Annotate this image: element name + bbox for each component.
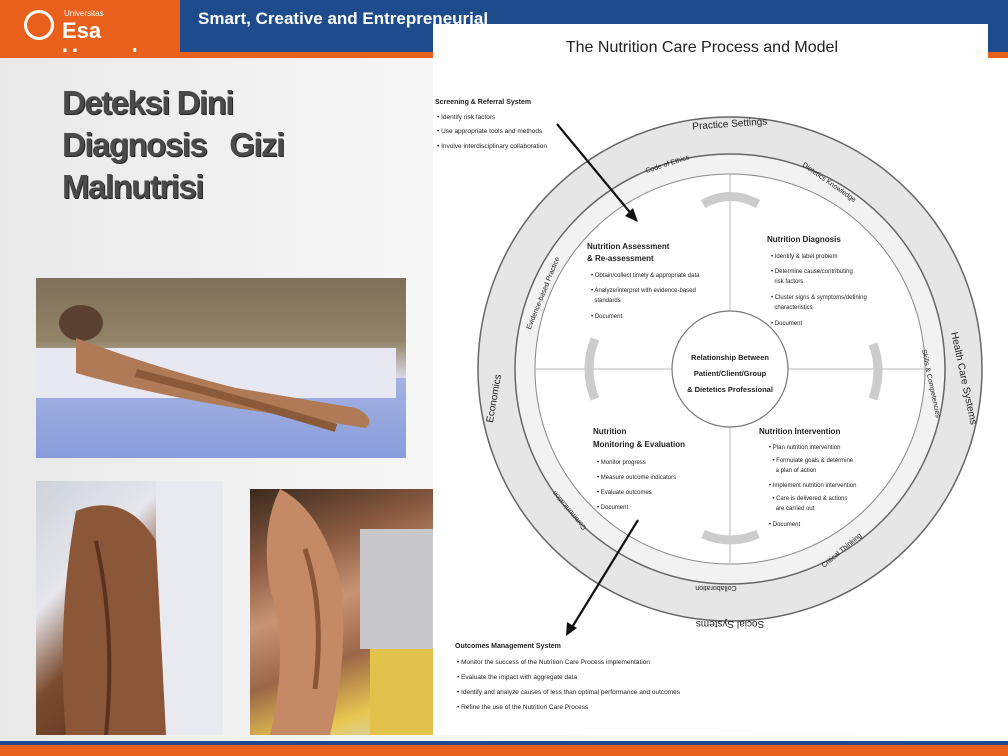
diagnosis-item: • Cluster signs & symptoms/defining	[771, 295, 867, 301]
cycle-arrow-right	[873, 344, 878, 399]
outcomes-item: • Refine the use of the Nutrition Care P…	[457, 704, 589, 711]
center-text: & Dietetics Professional	[687, 385, 773, 394]
assessment-item: standards	[591, 298, 621, 304]
center-text: Patient/Client/Group	[694, 369, 767, 378]
monitoring-item: • Evaluate outcomes	[597, 490, 652, 496]
intervention-title: Nutrition Intervention	[759, 427, 840, 436]
intervention-item: a plan of action	[769, 468, 816, 474]
monitoring-title: Monitoring & Evaluation	[593, 440, 685, 449]
ring-social-systems: Social Systems	[696, 618, 764, 629]
outcomes-item: • Evaluate the impact with aggregate dat…	[457, 674, 577, 681]
ring-collaboration: Collaboration	[695, 584, 736, 591]
intervention-item: • Care is delivered & actions	[769, 496, 847, 502]
monitoring-item: • Measure outcome indicators	[597, 475, 676, 481]
assessment-item: • Document	[591, 314, 622, 320]
patient-photo-side	[250, 489, 433, 735]
patient-photo-lying	[36, 278, 406, 458]
title-line-3: Malnutrisi	[62, 166, 284, 208]
intervention-item: • Formulate goals & determine	[769, 458, 854, 464]
title-line-2: Diagnosis Gizi	[62, 124, 284, 166]
center-text: Relationship Between	[691, 353, 769, 362]
intervention-item: • Implement nutrition intervention	[769, 483, 856, 489]
diagnosis-title: Nutrition Diagnosis	[767, 235, 841, 244]
monitoring-item: • Monitor progress	[597, 460, 646, 466]
monitoring-title: Nutrition	[593, 427, 626, 436]
outcomes-heading: Outcomes Management System	[455, 643, 561, 650]
logo-small-text: Universitas	[64, 9, 104, 18]
outcomes-arrow-head	[566, 622, 577, 636]
university-logo: Universitas Esa Unggul	[0, 0, 180, 52]
assessment-title: & Re-assessment	[587, 254, 654, 263]
logo-emblem-icon	[24, 10, 54, 40]
outcomes-item: • Identify and analyze causes of less th…	[457, 689, 681, 696]
intervention-item: are carried out	[769, 506, 815, 512]
patient-photo-back	[36, 481, 223, 735]
outcomes-item: • Monitor the success of the Nutrition C…	[457, 659, 650, 666]
diagnosis-item: • Document	[771, 321, 802, 327]
screening-item: • Identify risk factors	[437, 114, 496, 121]
assessment-item: • Obtain/collect timely & appropriate da…	[591, 273, 700, 279]
slide-title: Deteksi Dini Diagnosis Gizi Malnutrisi	[62, 82, 284, 208]
screening-item: • Involve interdisciplinary collaboratio…	[437, 143, 547, 150]
diagnosis-item: risk factors	[771, 279, 803, 285]
screening-item: • Use appropriate tools and methods	[437, 128, 543, 135]
diagnosis-item: characteristics	[771, 305, 813, 311]
monitoring-item: • Document	[597, 505, 628, 511]
assessment-item: • Analyze/interpret with evidence-based	[591, 288, 696, 294]
intervention-item: • Document	[769, 522, 800, 528]
footer-bar	[0, 745, 1008, 756]
nutrition-care-process-diagram: The Nutrition Care Process and Model Scr…	[433, 24, 988, 735]
diagnosis-item: • Identify & label problem	[771, 254, 837, 260]
assessment-title: Nutrition Assessment	[587, 242, 670, 251]
diagram-title: The Nutrition Care Process and Model	[566, 39, 838, 56]
screening-heading: Screening & Referral System	[435, 99, 531, 106]
intervention-item: • Plan nutrition intervention	[769, 445, 840, 451]
title-line-1: Deteksi Dini	[62, 82, 284, 124]
diagnosis-item: • Determine cause/contributing	[771, 269, 853, 275]
